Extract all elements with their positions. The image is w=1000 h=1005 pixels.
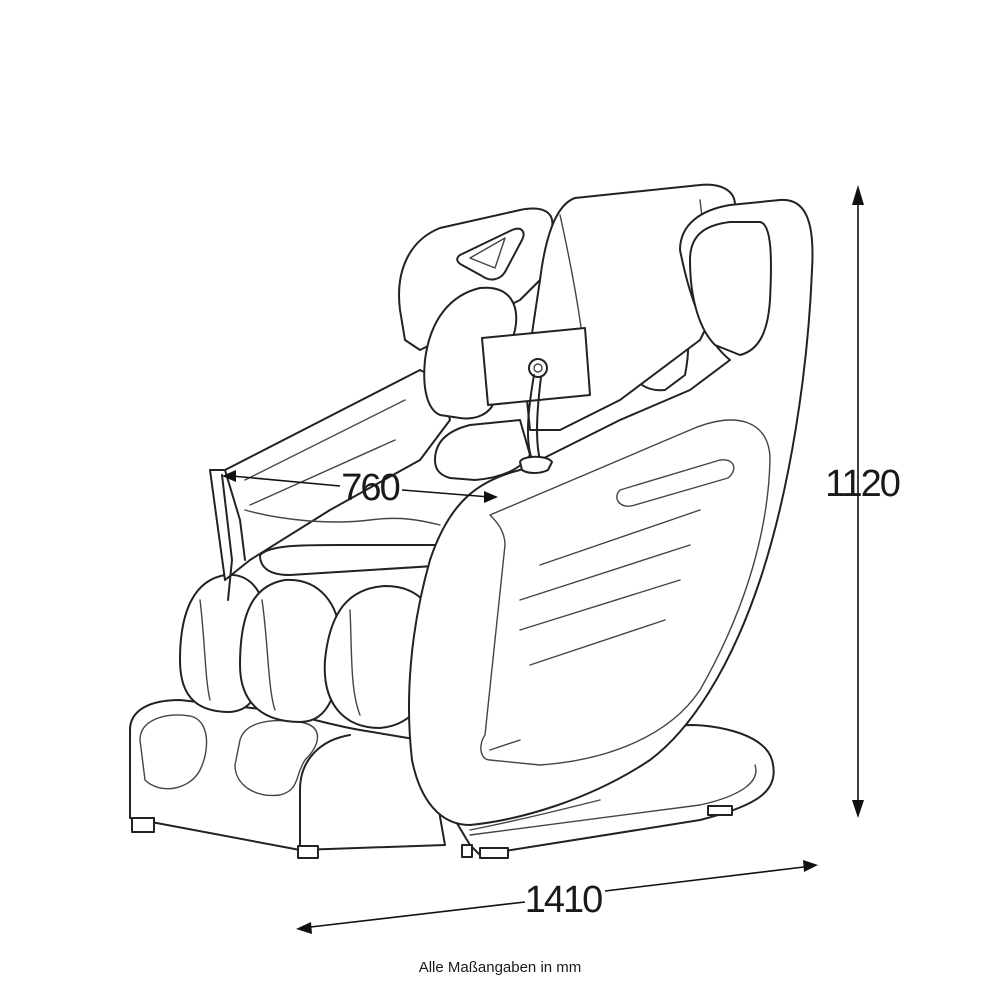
calf-rollers <box>179 573 437 729</box>
right-side-shell <box>408 198 814 831</box>
units-note: Alle Maßangaben in mm <box>419 959 582 976</box>
tablet-holder <box>481 327 591 474</box>
height-dimension <box>852 185 864 818</box>
left-wing <box>398 207 554 351</box>
arrow-left-icon <box>296 922 312 934</box>
arrow-left-icon <box>222 470 236 482</box>
arrow-down-icon <box>852 800 864 818</box>
length-dimension <box>296 860 818 934</box>
width-label: 760 <box>341 467 399 509</box>
chair-base <box>454 724 775 859</box>
seat-frame <box>209 369 460 601</box>
arrow-right-icon <box>484 491 498 503</box>
arrow-right-icon <box>803 860 818 872</box>
height-label: 1120 <box>825 463 900 505</box>
length-label: 1410 <box>525 879 602 921</box>
arrow-up-icon <box>852 185 864 205</box>
width-dimension <box>222 470 498 503</box>
